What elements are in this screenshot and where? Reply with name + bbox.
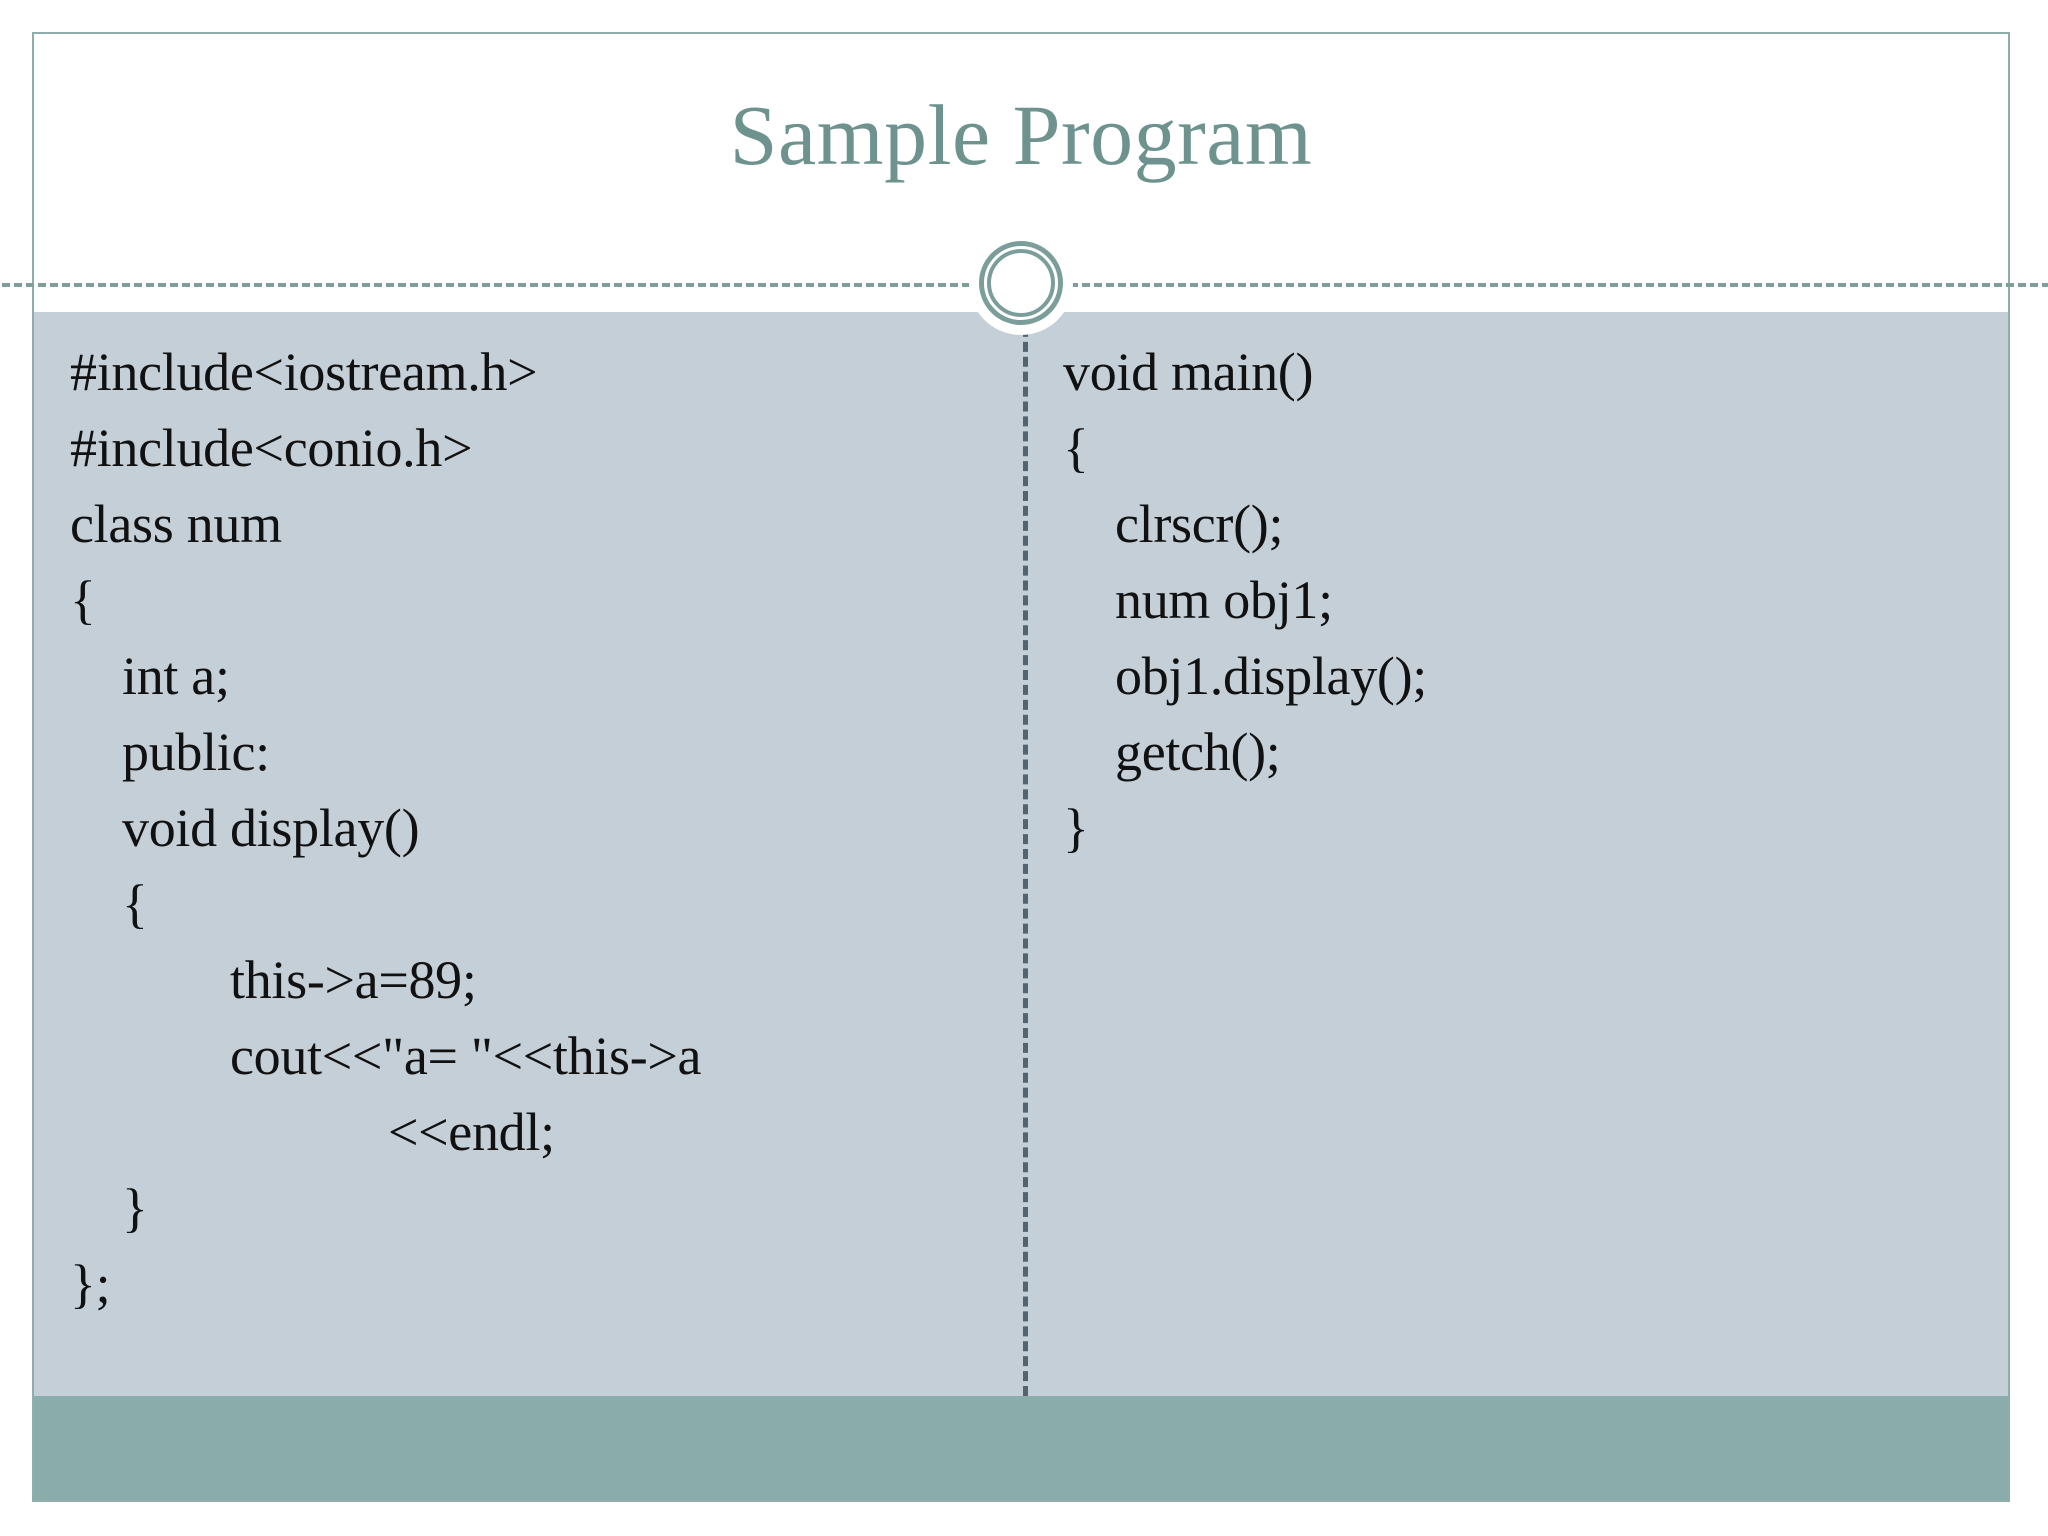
code-column-left: #include<iostream.h> #include<conio.h> cla… bbox=[34, 312, 1021, 1396]
left_column-line: } bbox=[122, 1178, 148, 1238]
left_column-line: <<endl; bbox=[388, 1102, 555, 1162]
footer-band bbox=[34, 1396, 2008, 1500]
left_column-line: { bbox=[70, 570, 96, 630]
right_column-line: { bbox=[1063, 418, 1089, 478]
left_column-line: }; bbox=[70, 1254, 111, 1314]
double-ring-circle-icon bbox=[969, 231, 1073, 335]
code-panel bbox=[34, 312, 2008, 1396]
left_column-line: #include<conio.h> bbox=[70, 418, 473, 478]
right_column-line: getch(); bbox=[1115, 722, 1281, 782]
left_column-line: this->a=89; bbox=[230, 950, 477, 1010]
ring-inner-circle-icon bbox=[987, 249, 1055, 317]
left_column-line: #include<iostream.h> bbox=[70, 342, 538, 402]
left_column-line: { bbox=[122, 874, 148, 934]
code-column-right: void main() { clrscr(); num obj1; obj1.displ… bbox=[1021, 312, 2008, 1396]
right_column-line: num obj1; bbox=[1115, 570, 1333, 630]
left_column-line: public: bbox=[122, 722, 270, 782]
left_column-line: void display() bbox=[122, 798, 420, 858]
dashed-vertical-divider bbox=[1022, 312, 1028, 1396]
slide-canvas: Sample Program #include<iostream.h>#incl… bbox=[2, 32, 2048, 1502]
left_column-line: class num bbox=[70, 494, 282, 554]
left_column-line: int a; bbox=[122, 646, 230, 706]
right_column-line: clrscr(); bbox=[1115, 494, 1284, 554]
right_column-line: obj1.display(); bbox=[1115, 646, 1427, 706]
right_column-line: void main() bbox=[1063, 342, 1314, 402]
page-title: Sample Program bbox=[729, 87, 1313, 183]
right_column-line: } bbox=[1063, 798, 1089, 858]
left_column-line: cout<<"a= "<<this->a bbox=[230, 1026, 702, 1086]
